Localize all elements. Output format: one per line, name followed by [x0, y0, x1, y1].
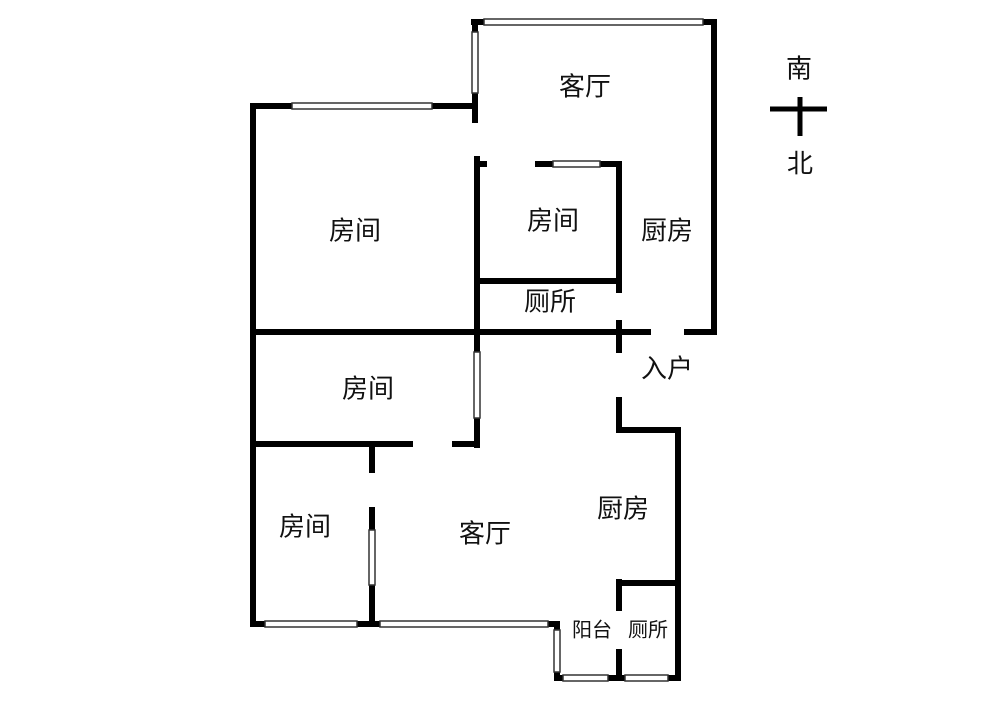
compass-north-label: 北 [787, 150, 813, 180]
windows [264, 18, 704, 682]
window [552, 160, 601, 168]
room-label-kitchen-lower: 厨房 [597, 495, 649, 525]
room-label-living-room-lower: 客厅 [459, 520, 511, 550]
window [264, 620, 358, 628]
room-labels: 客厅 房间 房间 厨房 厕所 入户 房间 房间 客厅 厨房 阳台 厕所 [279, 73, 693, 642]
window [624, 674, 669, 682]
room-label-bedroom: 房间 [527, 207, 579, 237]
room-label-bedroom: 房间 [279, 513, 331, 543]
window [483, 18, 704, 26]
room-label-bedroom: 房间 [342, 375, 394, 405]
window [291, 102, 433, 110]
window [562, 674, 609, 682]
compass: 南 北 [770, 55, 827, 180]
window [471, 31, 479, 94]
window [553, 629, 561, 673]
room-label-balcony: 阳台 [572, 618, 612, 642]
window [473, 351, 481, 419]
window [379, 620, 549, 628]
room-label-kitchen-upper: 厨房 [641, 217, 693, 247]
room-label-bedroom: 房间 [329, 217, 381, 247]
compass-south-label: 南 [786, 55, 812, 85]
room-label-toilet-upper: 厕所 [524, 288, 576, 318]
walls [250, 19, 717, 681]
window [368, 529, 376, 586]
room-label-toilet-lower: 厕所 [628, 618, 668, 642]
room-label-entrance: 入户 [641, 355, 693, 385]
room-label-living-room-upper: 客厅 [559, 73, 611, 103]
